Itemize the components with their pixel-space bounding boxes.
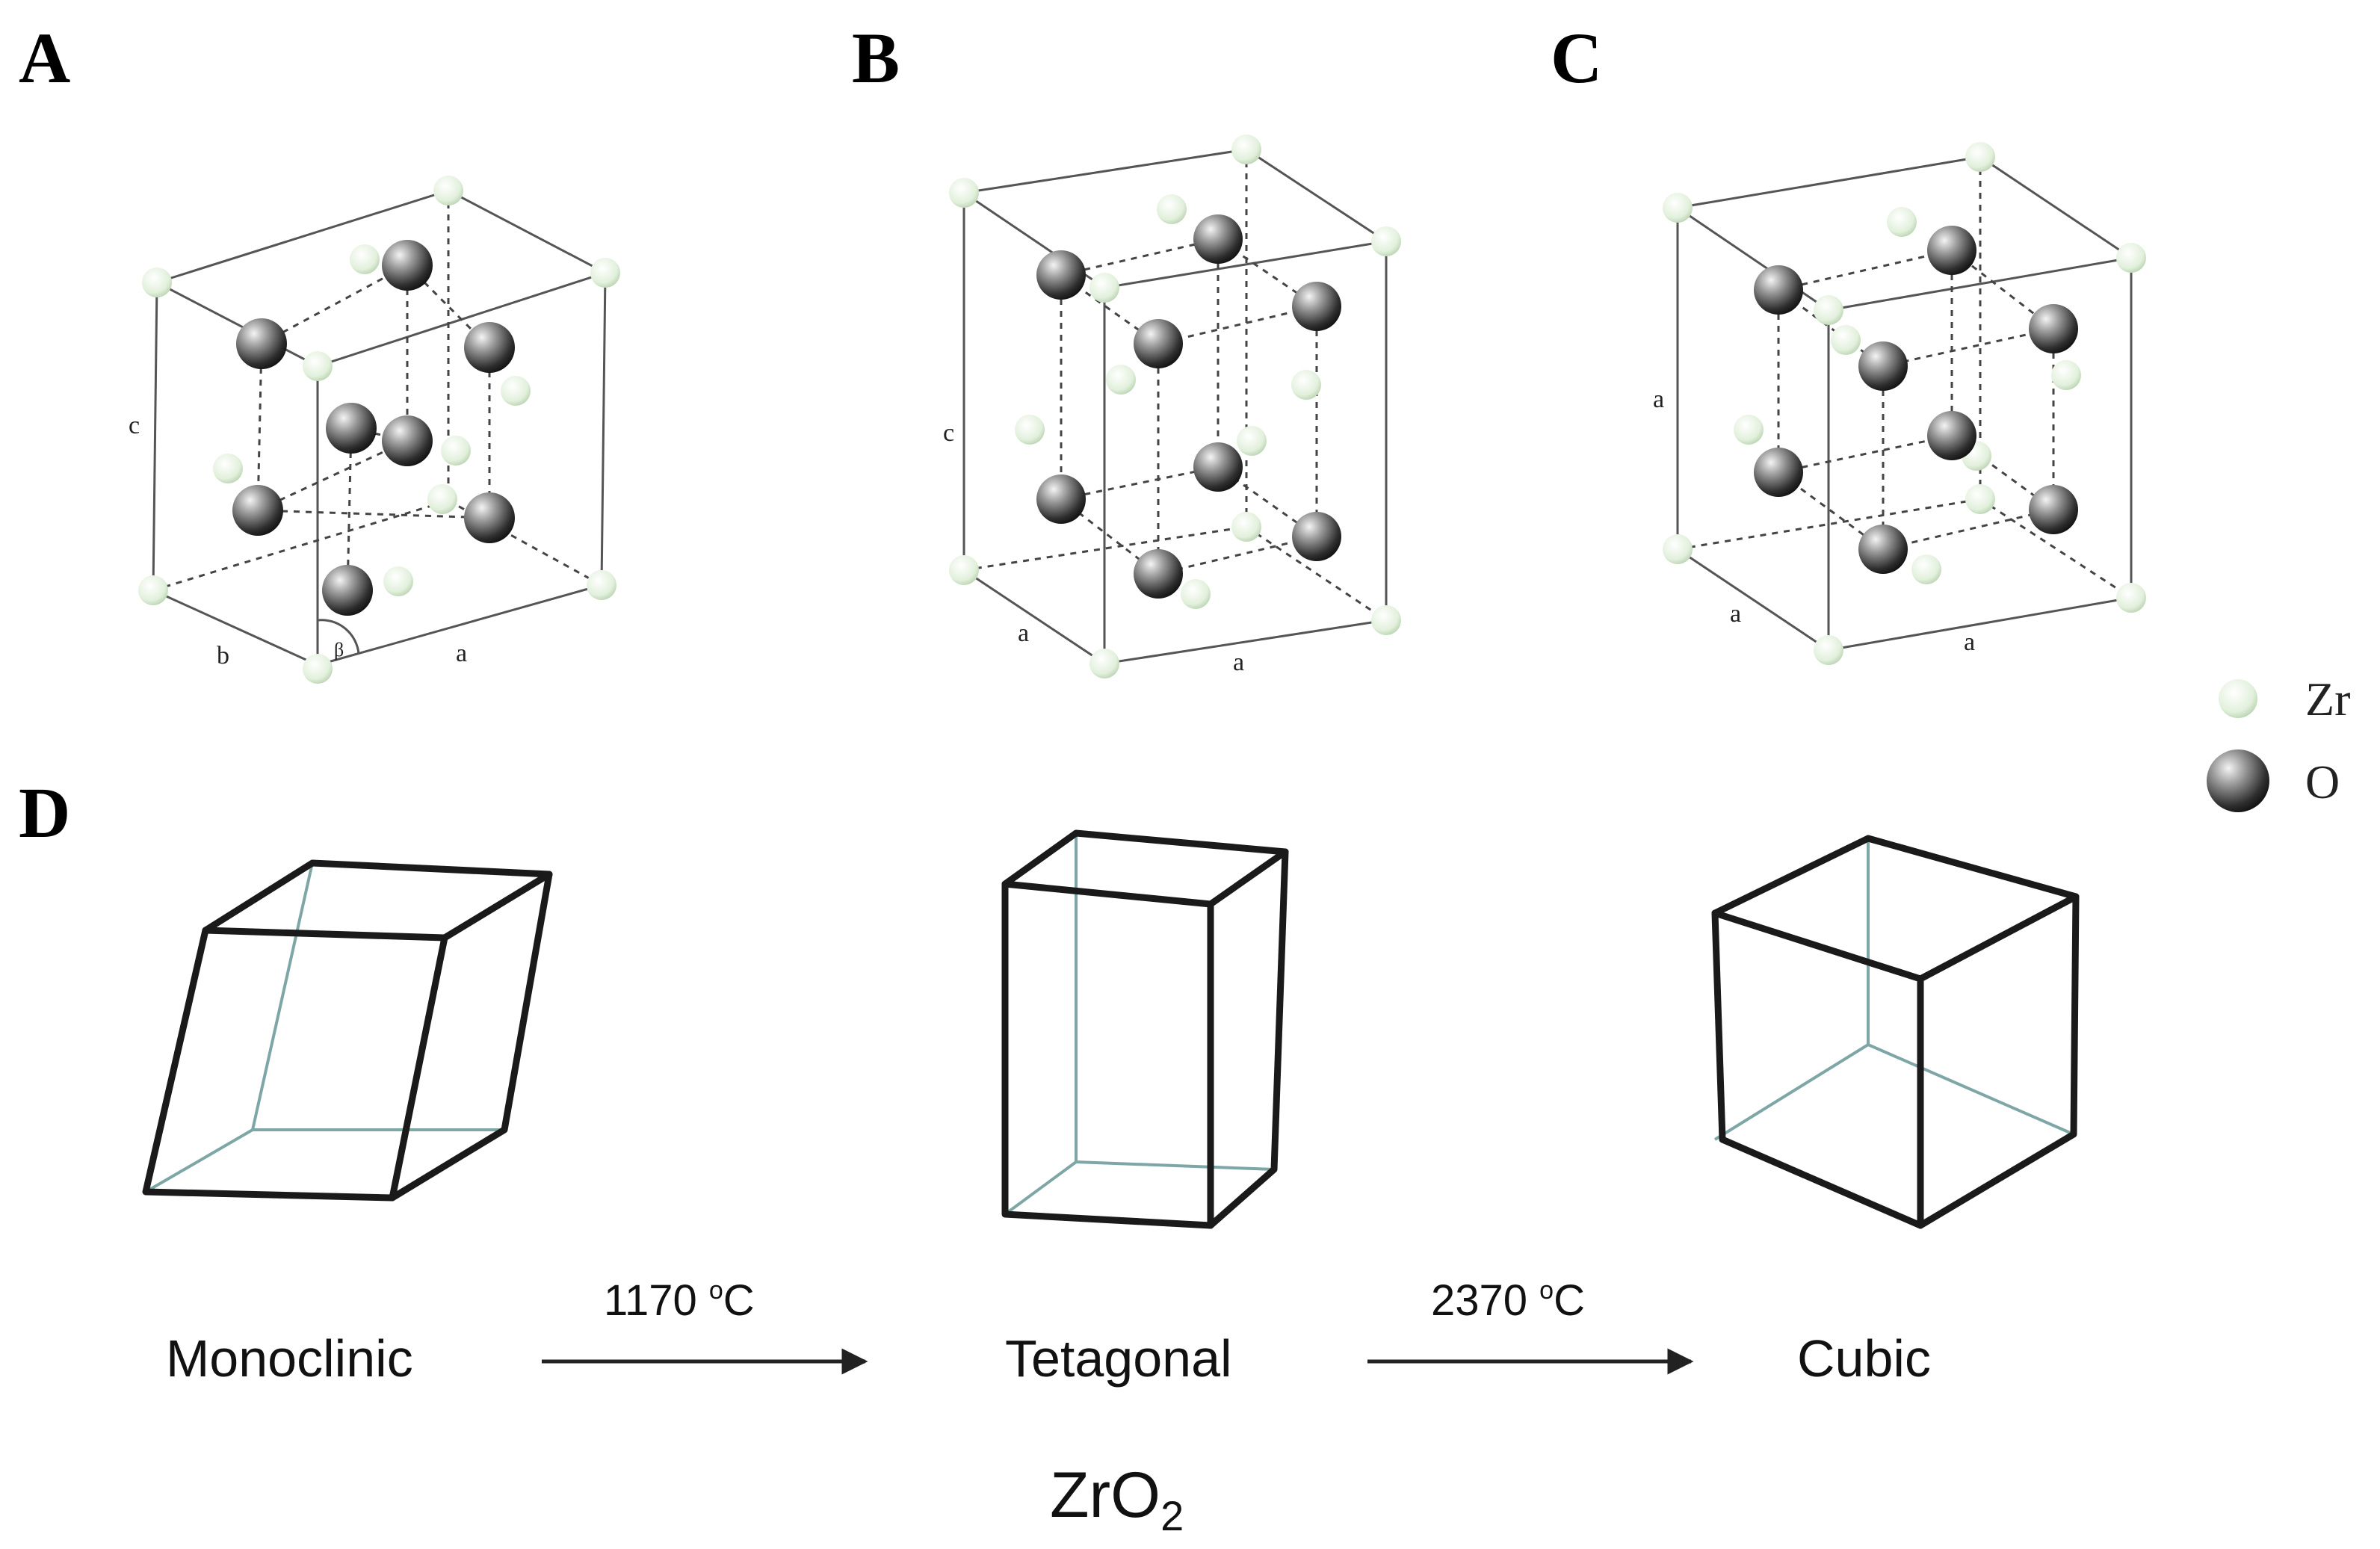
phase-label-cubic: Cubic [1797,1329,1931,1388]
legend-o-swatch [2207,749,2269,812]
panel-label-b: B [852,18,900,98]
shape-monoclinic [142,859,553,1202]
legend-o-label: O [2305,755,2340,808]
phase-label-tetragonal: Tetagonal [1005,1329,1232,1388]
cubic-axis-a-left: a [1730,600,1741,628]
phase-label-monoclinic: Monoclinic [166,1329,413,1388]
o-atoms-c [1754,226,2078,574]
legend-zr-swatch [2219,679,2257,718]
transition-temp-2: 2370 oC [1431,1276,1585,1325]
unit-cell-monoclinic: c b a β [129,176,620,684]
cubic-axis-a-vertical: a [1653,386,1664,413]
unit-cell-cubic: a a a [1653,142,2146,665]
tetragonal-axis-c: c [943,419,954,447]
shape-cubic [1711,835,2080,1229]
zr-atoms-b [949,135,1401,678]
panel-label-c: C [1551,18,1602,98]
o-atoms-a [232,240,515,616]
monoclinic-axis-a: a [456,640,467,667]
legend-zr-label: Zr [2305,673,2350,726]
o-atoms-b [1036,214,1341,599]
atom-legend: Zr O [2207,673,2350,812]
shape-tetragonal [1001,829,1289,1229]
monoclinic-axis-b: b [217,642,229,670]
transition-temp-1: 1170 oC [604,1276,755,1325]
tetragonal-axis-a-right: a [1233,649,1244,676]
compound-formula: ZrO2 [1050,1459,1184,1539]
cubic-axis-a-right: a [1964,628,1975,656]
monoclinic-axis-c: c [129,412,140,439]
panel-label-a: A [19,18,70,98]
zr-atoms-a [138,176,620,684]
unit-cell-tetragonal: c a a [943,135,1401,678]
monoclinic-angle-beta: β [334,639,344,661]
tetragonal-axis-a-left: a [1018,619,1029,647]
panel-label-d: D [19,773,70,853]
